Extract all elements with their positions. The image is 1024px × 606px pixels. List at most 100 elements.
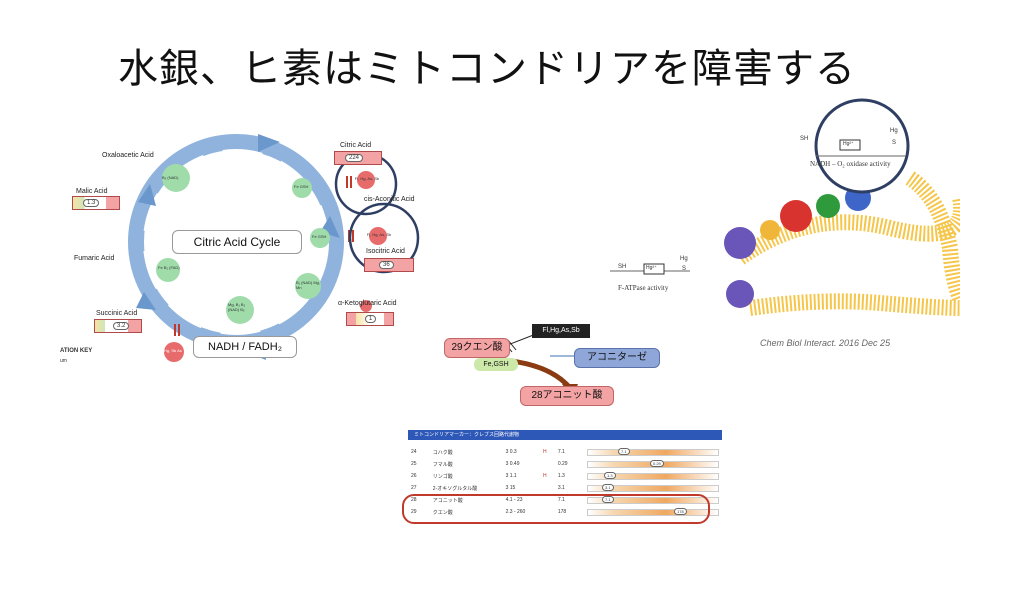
fe-gsh-pill: Fe,GSH	[474, 358, 518, 371]
inhibitor-label-mid: Fl, Hg, As, Sb	[366, 232, 392, 237]
gauge-marker: 178	[674, 507, 687, 515]
row-flag: H	[542, 473, 547, 479]
cofactor-b3-nad: B₃ (NAD)	[162, 175, 179, 180]
isocitric-acid-box: 36	[364, 258, 414, 272]
enzyme-reaction-figure: 29クエン酸 Fe,GSH Fl,Hg,As,Sb アコニターゼ 28アコニット…	[440, 318, 680, 408]
nadh-fadh2-label: NADH / FADH₂	[193, 336, 297, 358]
row-name: クエン酸	[432, 509, 453, 516]
gauge-marker: 3.1	[602, 483, 614, 491]
gauge-marker: 0.29	[650, 459, 664, 467]
row-flag: H	[542, 449, 547, 455]
gauge-bar: 178	[587, 507, 719, 516]
row-reference: 2.3 - 260	[505, 509, 526, 515]
table-row: 26 リンゴ酸 3 1.1 H 1.3 1.3	[408, 470, 722, 482]
malic-acid-value: 1.3	[83, 199, 100, 207]
citric-acid-value: 224	[345, 154, 364, 162]
row-gauge: 7.1	[584, 446, 722, 458]
slide-title: 水銀、ヒ素はミトコンドリアを障害する	[118, 46, 856, 92]
row-value: 178	[557, 509, 567, 515]
row-reference: 3 15	[505, 485, 516, 491]
row-flag	[540, 482, 555, 494]
row-reference: 3 0.3	[505, 449, 517, 455]
table-row: 25 フマル酸 3 0.49 0.29 0.29	[408, 458, 722, 470]
hg-top-sh: SH	[800, 136, 809, 142]
cis-aconitic-acid-label: cis-Aconitic Acid	[364, 196, 415, 203]
row-name: フマル酸	[432, 461, 453, 468]
nadh-oxidase-label: NADH – O₂ oxidase activity	[810, 160, 891, 168]
ketoglutaric-acid-value: 1	[365, 315, 377, 323]
row-name: アコニット酸	[432, 497, 463, 504]
citric-acid-pill: 29クエン酸	[444, 338, 510, 358]
row-value: 1.3	[557, 473, 565, 479]
row-gauge: 3.1	[584, 482, 722, 494]
row-value: 7.1	[557, 449, 565, 455]
row-number: 27	[411, 485, 417, 491]
gauge-marker: 1.3	[604, 471, 616, 479]
gauge-bar: 0.29	[587, 459, 719, 468]
inhibitor-label-top: Fl, Hg, As, Sb	[354, 176, 380, 181]
aconitase-pill: アコニターゼ	[574, 348, 660, 368]
cofactor-mg-b: Mg, B₁ B₂ (NAD) B₅	[228, 302, 246, 312]
f-atpase-label: F-ATPase activity	[618, 284, 669, 292]
hg-top-hg2: Hg²⁺	[843, 141, 854, 147]
citric-acid-cycle-label: Citric Acid Cycle	[172, 230, 302, 254]
isocitric-acid-value: 36	[379, 261, 394, 269]
cofactor-fe-b2-fad: Fe B₂ (FAD)	[158, 265, 180, 270]
hg-top-s: S	[892, 140, 897, 146]
key-sublabel: um	[60, 358, 67, 364]
table-header: ミトコンドリアマーカー：クレブス回路代謝物	[408, 430, 722, 440]
row-reference: 3 0.49	[505, 461, 520, 467]
fumaric-acid-label: Fumaric Acid	[74, 255, 115, 262]
row-value: 0.29	[557, 461, 568, 467]
cofactor-fe-gsh-2: Fe GSH	[312, 234, 327, 239]
succinic-acid-box: 3.2	[94, 319, 142, 333]
row-value: 7.1	[557, 497, 565, 503]
gauge-bar: 1.3	[587, 471, 719, 480]
citation: Chem Biol Interact. 2016 Dec 25	[760, 338, 891, 348]
highlight-oval	[402, 494, 710, 524]
table-row: 27 2-オキソグルタル酸 3 15 3.1 3.1	[408, 482, 722, 494]
gauge-bar: 3.1	[587, 483, 719, 492]
row-reference: 3 1.1	[505, 473, 517, 479]
citric-acid-box: 224	[334, 151, 382, 165]
row-number: 25	[411, 461, 417, 467]
cofactor-b1-nad-mg-mn: B₁ (NAD) Mg, Mn	[296, 280, 321, 290]
gauge-marker: 7.1	[602, 495, 614, 503]
malic-acid-box: 1.3	[72, 196, 120, 210]
gauge-bar: 7.1	[587, 495, 719, 504]
row-gauge: 1.3	[584, 470, 722, 482]
membrane-graphic	[610, 98, 970, 316]
row-reference: 4.1 - 23	[505, 497, 523, 503]
inhibitors-box: Fl,Hg,As,Sb	[532, 324, 590, 338]
row-number: 24	[411, 449, 417, 455]
citric-acid-label: Citric Acid	[340, 142, 372, 149]
row-gauge: 7.1	[584, 494, 722, 506]
hg-left-hg: Hg	[680, 256, 688, 262]
gauge-bar: 7.1	[587, 447, 719, 456]
ketoglutaric-acid-box: 1	[346, 312, 394, 326]
succinic-acid-label: Succinic Acid	[96, 310, 138, 317]
cofactor-hg-sb-as: Hg, Sb As	[164, 348, 182, 353]
gauge-marker: 7.1	[618, 447, 630, 455]
row-flag	[540, 458, 555, 470]
row-number: 26	[411, 473, 417, 479]
row-value: 3.1	[557, 485, 565, 491]
oxaloacetic-acid-label: Oxaloacetic Acid	[102, 152, 154, 159]
hg-enzyme-figure: SH Hg S Hg²⁺ NADH – O₂ oxidase activity …	[600, 98, 970, 328]
malic-acid-label: Malic Acid	[76, 188, 108, 195]
cofactor-fe-gsh-1: Fe GSH	[294, 184, 309, 189]
succinic-acid-value: 3.2	[113, 322, 130, 330]
table-row: 24 コハク酸 3 0.3 H 7.1 7.1	[408, 446, 722, 458]
row-name: リンゴ酸	[432, 473, 453, 480]
row-name: 2-オキソグルタル酸	[432, 485, 478, 492]
citric-cycle-figure: Citric Acid Cycle NADH / FADH₂ Oxaloacet…	[58, 120, 424, 370]
hg-left-hg2: Hg²⁺	[646, 265, 657, 271]
row-gauge: 0.29	[584, 458, 722, 470]
hg-top-hg: Hg	[890, 128, 898, 134]
hg-left-sh: SH	[618, 264, 627, 270]
key-label: ATION KEY	[60, 348, 93, 354]
row-name: コハク酸	[432, 449, 453, 456]
